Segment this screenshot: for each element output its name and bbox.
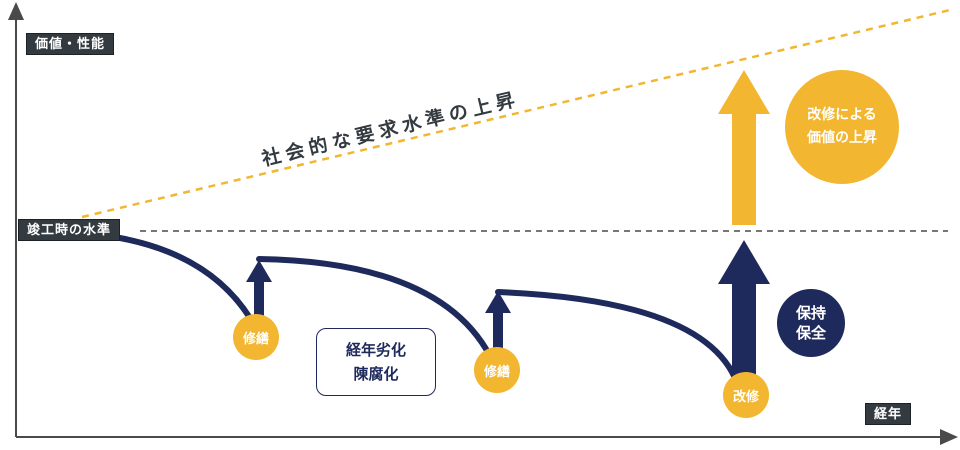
- repair-arrow-2-head: [485, 291, 511, 313]
- deterioration-curve-3: [495, 289, 738, 381]
- repair-arrow-1-head: [246, 260, 272, 282]
- maintenance-arrow-shaft: [732, 282, 756, 378]
- renovation-badge: 改修: [723, 372, 769, 418]
- value-up-line-1: 改修による: [807, 107, 877, 123]
- repair-badge-1-label: 修繕: [242, 331, 269, 347]
- value-up-arrow-head: [718, 70, 770, 114]
- repair-arrow-1-shaft: [254, 278, 264, 320]
- repair-badge-1: 修繕: [233, 314, 279, 360]
- deterioration-line-2: 陳腐化: [353, 365, 399, 383]
- deterioration-curve-1: [117, 235, 253, 321]
- repair-badge-2-label: 修繕: [483, 364, 510, 380]
- baseline-label: 竣工時の水準: [18, 219, 121, 241]
- value-up-badge: 改修による 価値の上昇: [785, 70, 899, 184]
- repair-arrow-2-shaft: [493, 310, 503, 358]
- maintenance-badge: 保持 保全: [777, 289, 845, 357]
- maintenance-line-1: 保持: [795, 304, 826, 322]
- y-axis-label: 価値・性能: [26, 33, 115, 55]
- deterioration-curve-2: [256, 256, 493, 359]
- value-up-line-2: 価値の上昇: [807, 130, 877, 146]
- maintenance-arrow-head: [718, 240, 770, 284]
- x-axis-arrowhead: [940, 429, 958, 445]
- social-requirement-line: [81, 8, 951, 219]
- y-axis-arrowhead: [8, 2, 24, 20]
- repair-badge-2: 修繕: [474, 347, 520, 393]
- maintenance-line-2: 保全: [795, 324, 826, 342]
- renovation-badge-label: 改修: [732, 389, 759, 405]
- value-up-arrow-shaft: [732, 112, 756, 225]
- deterioration-line-1: 経年劣化: [345, 341, 406, 359]
- deterioration-box: 経年劣化 陳腐化: [316, 328, 436, 396]
- x-axis-label: 経年: [865, 403, 912, 425]
